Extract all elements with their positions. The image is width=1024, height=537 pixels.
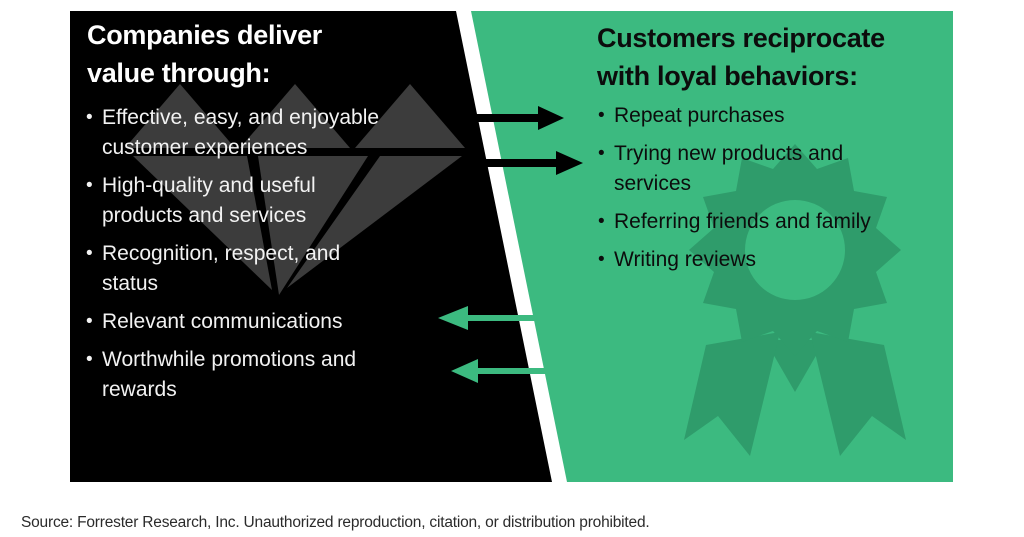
bullet-text: services: [614, 172, 692, 195]
rosette-center: [745, 200, 845, 300]
heading-line: value through:: [87, 58, 271, 88]
list-item: • Repeat purchases: [598, 101, 871, 131]
right-panel-heading: Customers reciprocate with loyal behavio…: [597, 19, 885, 95]
left-panel-bullet-list: • Effective, easy, and enjoyable customer…: [86, 103, 379, 413]
bullet-icon: •: [598, 249, 605, 270]
bullet-icon: •: [86, 107, 93, 128]
bullet-icon: •: [86, 243, 93, 264]
list-item: • Trying new products and services: [598, 139, 871, 199]
heading-line: Companies deliver: [87, 20, 322, 50]
arrow-right-icon: [458, 106, 564, 130]
heading-line: Customers reciprocate: [597, 23, 885, 53]
bullet-icon: •: [86, 349, 93, 370]
bullet-text: Repeat purchases: [614, 104, 785, 127]
left-panel-heading: Companies deliver value through:: [87, 16, 322, 92]
arrow-left-icon: [438, 306, 548, 330]
source-attribution: Source: Forrester Research, Inc. Unautho…: [21, 514, 650, 531]
list-item: • Recognition, respect, and status: [86, 239, 379, 299]
list-item: • Worthwhile promotions and rewards: [86, 345, 379, 405]
list-item: • Referring friends and family: [598, 207, 871, 237]
bullet-text: status: [102, 272, 159, 295]
diamond-icon: [125, 84, 465, 295]
arrow-right-icon: [458, 151, 583, 175]
bullet-icon: •: [86, 175, 93, 196]
bullet-text: customer experiences: [102, 136, 308, 159]
bullet-text: products and services: [102, 204, 307, 227]
bullet-text: Effective, easy, and enjoyable: [102, 106, 380, 129]
bullet-text: Trying new products and: [614, 142, 844, 165]
bullet-text: rewards: [102, 378, 177, 401]
list-item: • Writing reviews: [598, 245, 871, 275]
bullet-icon: •: [598, 105, 605, 126]
bullet-text: High-quality and useful: [102, 174, 316, 197]
bullet-text: Worthwhile promotions and: [102, 348, 357, 371]
bullet-icon: •: [86, 311, 93, 332]
bullet-icon: •: [598, 143, 605, 164]
bullet-text: Relevant communications: [102, 310, 343, 333]
arrow-left-icon: [451, 359, 548, 383]
list-item: • Relevant communications: [86, 307, 379, 337]
bullet-icon: •: [598, 211, 605, 232]
award-ribbon-icon: [684, 144, 906, 456]
list-item: • High-quality and useful products and se…: [86, 171, 379, 231]
bullet-text: Referring friends and family: [614, 210, 871, 233]
bullet-text: Recognition, respect, and: [102, 242, 341, 265]
right-panel-bullet-list: • Repeat purchases • Trying new products…: [598, 101, 871, 283]
bullet-text: Writing reviews: [614, 248, 756, 271]
list-item: • Effective, easy, and enjoyable customer…: [86, 103, 379, 163]
heading-line: with loyal behaviors:: [597, 61, 858, 91]
